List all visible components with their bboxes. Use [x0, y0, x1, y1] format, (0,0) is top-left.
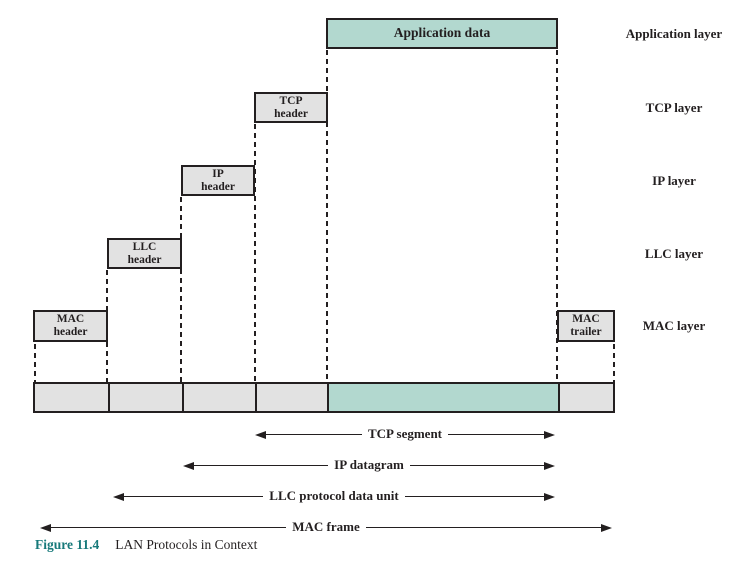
ip-header-label: IP header	[201, 167, 235, 193]
frame-application-data-segment	[329, 384, 558, 411]
dashed-line-tcp-left	[254, 124, 256, 382]
arrowhead-right-icon	[544, 492, 556, 501]
arrowhead-left-icon	[183, 461, 194, 470]
dashed-line-appdata-right	[556, 50, 558, 382]
mac-frame-label: MAC frame	[292, 518, 360, 534]
application-layer-label: Application layer	[625, 25, 723, 41]
arrow-line	[404, 495, 545, 498]
tcp-segment-label: TCP segment	[367, 425, 443, 441]
ip-layer-label: IP layer	[652, 172, 696, 188]
arrow-line	[365, 526, 601, 529]
mac-layer-label: MAC layer	[642, 318, 706, 333]
dashed-line-mac-header-left	[34, 344, 36, 382]
mac-frame-arrow: MAC frame	[40, 519, 612, 536]
arrowhead-left-icon	[40, 523, 51, 532]
tcp-header-label: TCP header	[274, 94, 308, 120]
frame-divider-tcp-data	[327, 384, 329, 411]
mac-trailer-box: MAC trailer	[557, 310, 615, 342]
arrow-line	[51, 526, 287, 529]
figure-caption: Figure 11.4 LAN Protocols in Context	[35, 537, 257, 553]
dashed-line-mac-trailer-right	[613, 344, 615, 382]
figure-number: Figure 11.4	[35, 537, 100, 552]
tcp-layer-label: TCP layer	[645, 99, 703, 115]
application-data-box: Application data	[326, 18, 558, 49]
arrow-line	[409, 464, 545, 467]
llc-header-label: LLC header	[127, 240, 162, 266]
arrow-line	[194, 464, 329, 467]
arrowhead-right-icon	[544, 461, 556, 470]
frame-divider-ip-tcp	[255, 384, 257, 411]
arrowhead-left-icon	[255, 430, 266, 439]
dashed-line-appdata-left	[326, 50, 328, 382]
arrowhead-right-icon	[601, 523, 612, 532]
arrow-line	[266, 433, 362, 436]
arrowhead-right-icon	[544, 430, 555, 439]
llc-pdu-label: LLC protocol data unit	[269, 487, 399, 503]
tcp-segment-arrow: TCP segment	[255, 426, 555, 443]
application-data-label: Application data	[393, 25, 491, 41]
ip-datagram-arrow: IP datagram	[183, 456, 556, 474]
dashed-line-ip-left	[180, 197, 182, 382]
ip-datagram-label: IP datagram	[334, 456, 404, 472]
llc-header-box: LLC header	[107, 238, 182, 269]
ip-header-box: IP header	[181, 165, 255, 196]
arrow-line	[124, 495, 264, 498]
llc-layer-label: LLC layer	[644, 245, 704, 261]
mac-frame-bar	[33, 382, 615, 413]
frame-divider-llc-ip	[182, 384, 184, 411]
mac-header-box: MAC header	[33, 310, 108, 342]
arrow-line	[448, 433, 544, 436]
arrowhead-left-icon	[113, 492, 124, 501]
mac-trailer-label: MAC trailer	[570, 313, 602, 338]
tcp-header-box: TCP header	[254, 92, 328, 123]
llc-pdu-arrow: LLC protocol data unit	[113, 487, 556, 505]
frame-divider-data-trailer	[558, 384, 560, 411]
mac-header-label: MAC header	[53, 313, 88, 338]
frame-divider-mac-llc	[108, 384, 110, 411]
figure-title: LAN Protocols in Context	[115, 537, 258, 552]
